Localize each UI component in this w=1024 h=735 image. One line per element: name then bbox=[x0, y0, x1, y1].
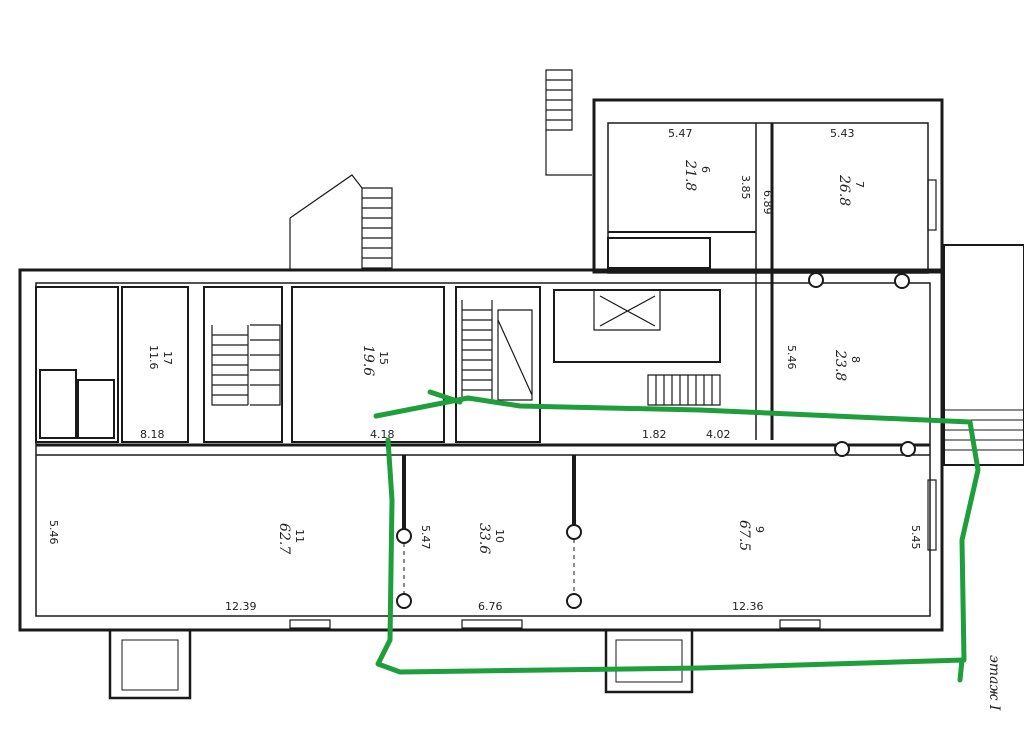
dim-top-right-room: 5.43 bbox=[830, 127, 855, 140]
area-big-left-index: 11 bbox=[293, 529, 306, 543]
area-room-8-index: 8 bbox=[849, 356, 862, 363]
wall-mid-height-a: 5.47 bbox=[419, 525, 432, 550]
dim-bottom-middle: 6.76 bbox=[478, 600, 503, 613]
area-room-17-index: 17 bbox=[161, 351, 174, 365]
wall-left-height-value: 5.46 bbox=[47, 520, 60, 545]
dim-top-mid-room: 5.47 bbox=[668, 127, 693, 140]
right-steps bbox=[944, 409, 1024, 451]
area-room-17-value: 11.6 bbox=[147, 345, 160, 370]
area-room-7-index: 7 bbox=[853, 181, 866, 188]
area-room-8: 23.8 8 bbox=[832, 349, 862, 381]
wall-mid-height-b: 5.46 bbox=[785, 345, 798, 370]
area-room-7-value: 26.8 bbox=[836, 174, 852, 206]
area-big-right-index: 9 bbox=[753, 526, 766, 533]
wall-mid-height-b-value: 5.46 bbox=[785, 345, 798, 370]
area-big-mid-index: 10 bbox=[493, 529, 506, 543]
wall-right-height: 5.45 bbox=[909, 525, 922, 550]
wall-vert-b: 6.89 bbox=[761, 190, 774, 215]
area-room-15-index: 15 bbox=[377, 351, 390, 365]
porch-left-inner bbox=[121, 639, 179, 691]
area-big-right: 67.5 9 bbox=[736, 520, 766, 551]
small-annex-room bbox=[607, 237, 711, 269]
stairs-top bbox=[289, 69, 592, 270]
windows bbox=[289, 179, 937, 629]
outer-wall bbox=[18, 268, 944, 632]
dim-bottom-right: 12.36 bbox=[732, 600, 764, 613]
highlight-boundary bbox=[373, 395, 981, 675]
wall-right-height-value: 5.45 bbox=[909, 525, 922, 550]
area-room-17: 11.6 17 bbox=[147, 345, 174, 370]
wall-left-height: 5.46 bbox=[47, 520, 60, 545]
highlight-tick-right bbox=[957, 657, 965, 683]
wall-vert-b-value: 6.89 bbox=[761, 190, 774, 215]
stairs-right bbox=[593, 289, 721, 406]
columns bbox=[396, 272, 916, 609]
right-porch bbox=[943, 244, 1024, 466]
walls bbox=[18, 69, 1024, 700]
area-big-left-value: 62.7 bbox=[276, 523, 292, 554]
stairs-left bbox=[211, 324, 281, 406]
stair-room-2 bbox=[455, 286, 541, 443]
porch-mid bbox=[604, 628, 694, 694]
room-top-3 bbox=[291, 286, 445, 443]
stairs-mid bbox=[461, 300, 533, 401]
area-big-right-value: 67.5 bbox=[736, 520, 752, 551]
floor-label-text: этаж I bbox=[986, 655, 1002, 711]
area-room-6-value: 21.8 bbox=[682, 159, 698, 191]
area-room-8-value: 23.8 bbox=[832, 349, 848, 381]
area-room-7: 26.8 7 bbox=[836, 174, 866, 206]
area-room-6-index: 6 bbox=[699, 166, 712, 173]
dim-corridor-mid: 1.82 bbox=[642, 428, 667, 441]
small-room-b bbox=[77, 379, 115, 439]
area-room-6: 21.8 6 bbox=[682, 159, 712, 191]
area-room-15: 19.6 15 bbox=[360, 345, 390, 376]
wall-vert-a-value: 3.85 bbox=[739, 175, 752, 200]
stair-room-1 bbox=[203, 286, 283, 443]
wall-vert-a: 3.85 bbox=[739, 175, 752, 200]
outer-wall-inner bbox=[35, 282, 931, 617]
small-room-a bbox=[39, 369, 77, 439]
area-big-mid: 33.6 10 bbox=[476, 523, 506, 554]
highlight-tick-left bbox=[427, 389, 463, 405]
porch-left bbox=[108, 628, 192, 700]
room-top-1 bbox=[35, 286, 119, 443]
stair-room-3 bbox=[553, 289, 721, 363]
porch-mid-inner bbox=[615, 639, 683, 683]
dim-left-small: 8.18 bbox=[140, 428, 165, 441]
floor-label: этаж I bbox=[986, 655, 1002, 711]
wall-mid-height-a-value: 5.47 bbox=[419, 525, 432, 550]
dim-mid-room: 4.18 bbox=[370, 428, 395, 441]
area-room-15-value: 19.6 bbox=[360, 345, 376, 376]
dim-bottom-left: 12.39 bbox=[225, 600, 257, 613]
area-big-mid-value: 33.6 bbox=[476, 523, 492, 554]
room-top-2 bbox=[121, 286, 189, 443]
upper-annex bbox=[592, 98, 944, 274]
area-big-left: 62.7 11 bbox=[276, 523, 306, 554]
dim-corridor-right: 4.02 bbox=[706, 428, 731, 441]
